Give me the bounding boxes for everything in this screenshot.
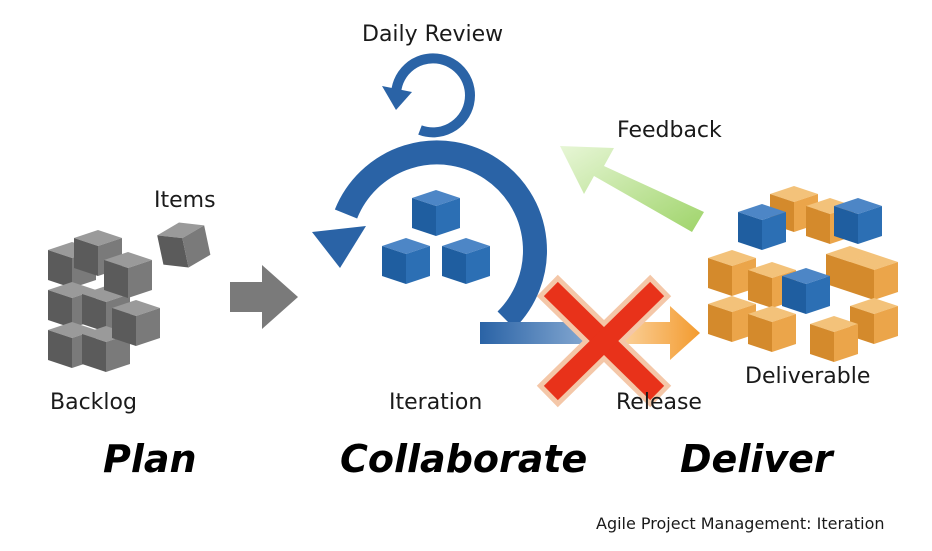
- backlog-label: Backlog: [50, 390, 137, 415]
- item-cube-icon: [155, 217, 213, 273]
- deliverable-label: Deliverable: [745, 364, 871, 389]
- blocked-cross-icon: [536, 274, 672, 408]
- process-arrow-icon: [230, 265, 298, 329]
- feedback-label: Feedback: [617, 118, 722, 143]
- daily-review-cycle-icon: [382, 53, 475, 138]
- items-label: Items: [154, 188, 216, 213]
- daily-review-label: Daily Review: [362, 22, 504, 47]
- phase-collaborate: Collaborate: [340, 437, 588, 481]
- phase-plan: Plan: [103, 437, 197, 481]
- iteration-cubes-icon: [382, 190, 490, 284]
- deliverable-cubes-icon: [708, 186, 898, 362]
- feedback-arrow-icon: [560, 146, 704, 232]
- phase-deliver: Deliver: [680, 437, 833, 481]
- figure-caption: Agile Project Management: Iteration: [596, 514, 885, 533]
- backlog-cubes-icon: [48, 230, 160, 372]
- iteration-label: Iteration: [389, 390, 483, 415]
- release-arrow-icon: [596, 306, 700, 360]
- release-label: Release: [616, 390, 702, 415]
